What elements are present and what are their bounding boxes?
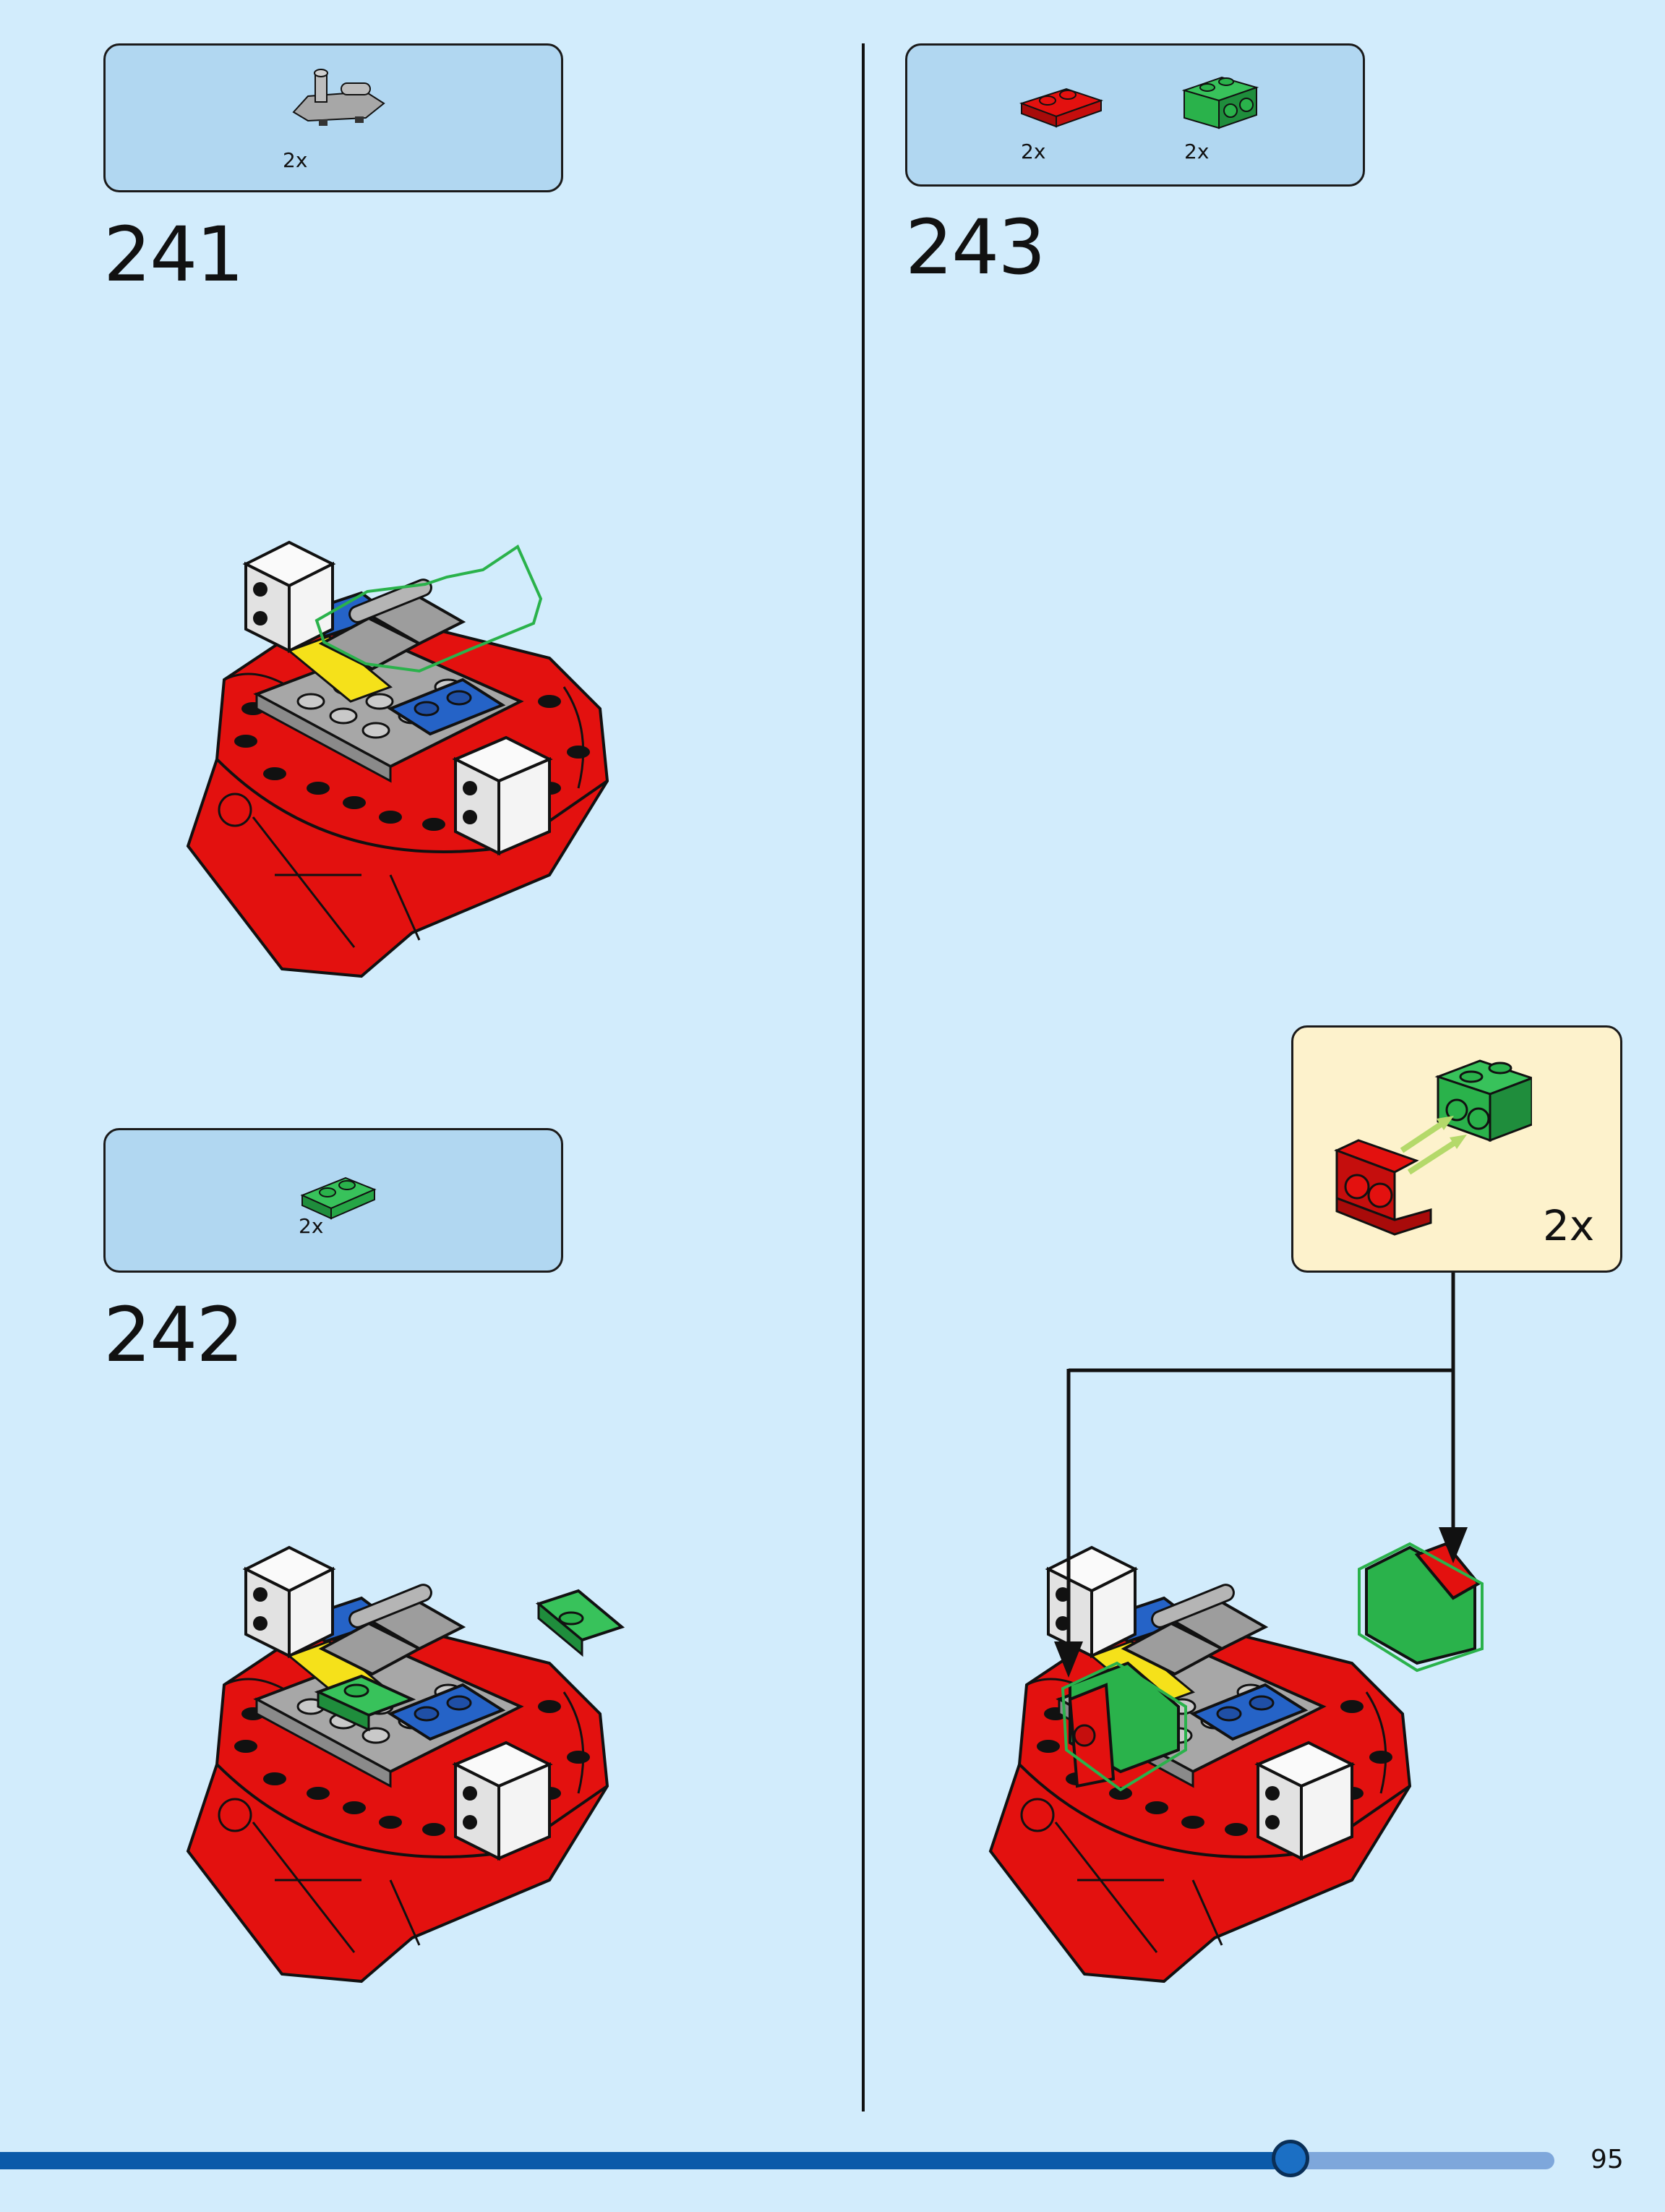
- subassembly-quantity: 2x: [1543, 1201, 1595, 1250]
- page-number: 95: [1591, 2145, 1624, 2174]
- column-divider: [862, 43, 865, 2111]
- step-241-number: 241: [103, 210, 244, 299]
- step-241-part-quantity: 2x: [283, 148, 308, 172]
- step-241-parts-box: 2x: [103, 43, 563, 192]
- step-241-highlight-outline: [314, 545, 543, 673]
- progress-fill: [0, 2152, 1291, 2169]
- step-242-green-plates: [314, 1589, 625, 1732]
- step-243-part-2-quantity: 2x: [1184, 140, 1210, 163]
- step-241-model: [187, 541, 609, 978]
- arrow-head-right: [1439, 1527, 1468, 1563]
- step-243-number: 243: [905, 203, 1046, 291]
- callout-arrows: [1066, 1273, 1455, 1649]
- progress-knob: [1272, 2140, 1309, 2177]
- hinge-plate-part-icon: [292, 69, 385, 126]
- subassembly-illustration: [1334, 1059, 1532, 1236]
- green-plate-part-icon: [300, 1177, 377, 1220]
- step-242-part-quantity: 2x: [299, 1214, 324, 1238]
- green-brick-side-studs-part-icon: [1181, 76, 1259, 129]
- step-243-model: [989, 1546, 1411, 1983]
- step-243-parts-box: 2x 2x: [905, 43, 1365, 187]
- arrow-head-left: [1054, 1641, 1083, 1678]
- step-242-parts-box: 2x: [103, 1128, 563, 1273]
- step-243-attached-subassemblies: [1061, 1542, 1484, 1792]
- subassembly-callout: 2x: [1291, 1025, 1622, 1273]
- red-bracket-part-icon: [1019, 87, 1104, 128]
- step-242-number: 242: [103, 1291, 244, 1379]
- step-243-part-1-quantity: 2x: [1021, 140, 1046, 163]
